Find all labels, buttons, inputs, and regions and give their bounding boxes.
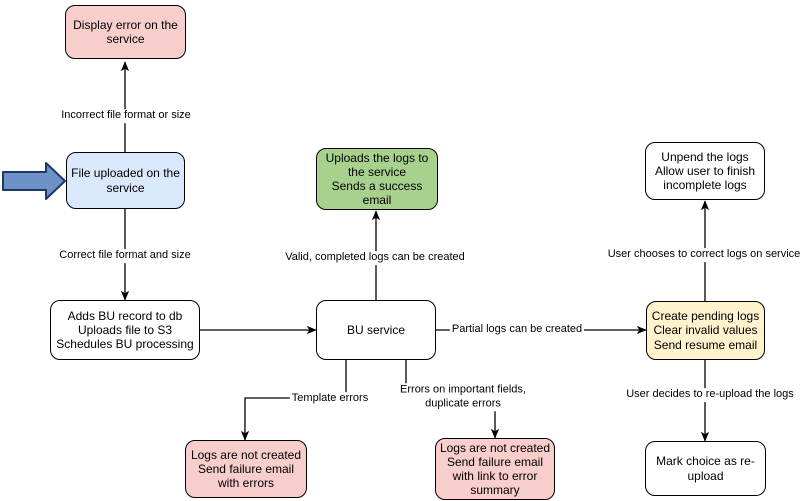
node-unpend-logs: Unpend the logs Allow user to finish inc… bbox=[645, 142, 765, 200]
node-unpend-logs-label: Unpend the logs Allow user to finish inc… bbox=[654, 149, 756, 193]
node-file-uploaded: File uploaded on the service bbox=[66, 152, 185, 209]
edge-label-partial-logs: Partial logs can be created bbox=[449, 323, 585, 337]
node-file-uploaded-label: File uploaded on the service bbox=[71, 166, 180, 195]
node-bu-service: BU service bbox=[316, 300, 436, 360]
node-create-pending-logs: Create pending logs Clear invalid values… bbox=[646, 301, 765, 360]
node-mark-reupload-label: Mark choice as re- upload bbox=[656, 454, 755, 483]
node-logs-not-created-summary-label: Logs are not created Send failure email … bbox=[439, 440, 551, 498]
node-uploads-logs-label: Uploads the logs to the service Sends a … bbox=[325, 150, 429, 208]
node-uploads-logs: Uploads the logs to the service Sends a … bbox=[316, 148, 438, 210]
node-bu-service-label: BU service bbox=[346, 322, 405, 337]
node-adds-bu-record: Adds BU record to db Uploads file to S3 … bbox=[50, 300, 200, 360]
node-logs-not-created-summary: Logs are not created Send failure email … bbox=[435, 438, 555, 500]
node-logs-not-created-errors: Logs are not created Send failure email … bbox=[185, 440, 307, 498]
edge-label-template-errors: Template errors bbox=[289, 392, 371, 406]
node-create-pending-logs-label: Create pending logs Clear invalid values… bbox=[651, 309, 760, 352]
edge-label-incorrect-file: Incorrect file format or size bbox=[59, 109, 193, 123]
input-pointer-arrow bbox=[2, 162, 66, 200]
node-mark-reupload: Mark choice as re- upload bbox=[645, 441, 766, 496]
edge-label-user-reuploads: User decides to re-upload the logs bbox=[624, 388, 796, 402]
node-logs-not-created-errors-label: Logs are not created Send failure email … bbox=[190, 447, 302, 491]
node-adds-bu-record-label: Adds BU record to db Uploads file to S3 … bbox=[56, 308, 194, 352]
node-display-error: Display error on the service bbox=[65, 5, 186, 59]
edge-label-valid-completed: Valid, completed logs can be created bbox=[283, 251, 467, 265]
edge-label-user-corrects: User chooses to correct logs on service bbox=[605, 248, 801, 262]
node-display-error-label: Display error on the service bbox=[73, 17, 178, 46]
edge-label-important-fields: Errors on important fields, duplicate er… bbox=[398, 383, 528, 411]
edge-label-correct-file: Correct file format and size bbox=[57, 249, 193, 263]
